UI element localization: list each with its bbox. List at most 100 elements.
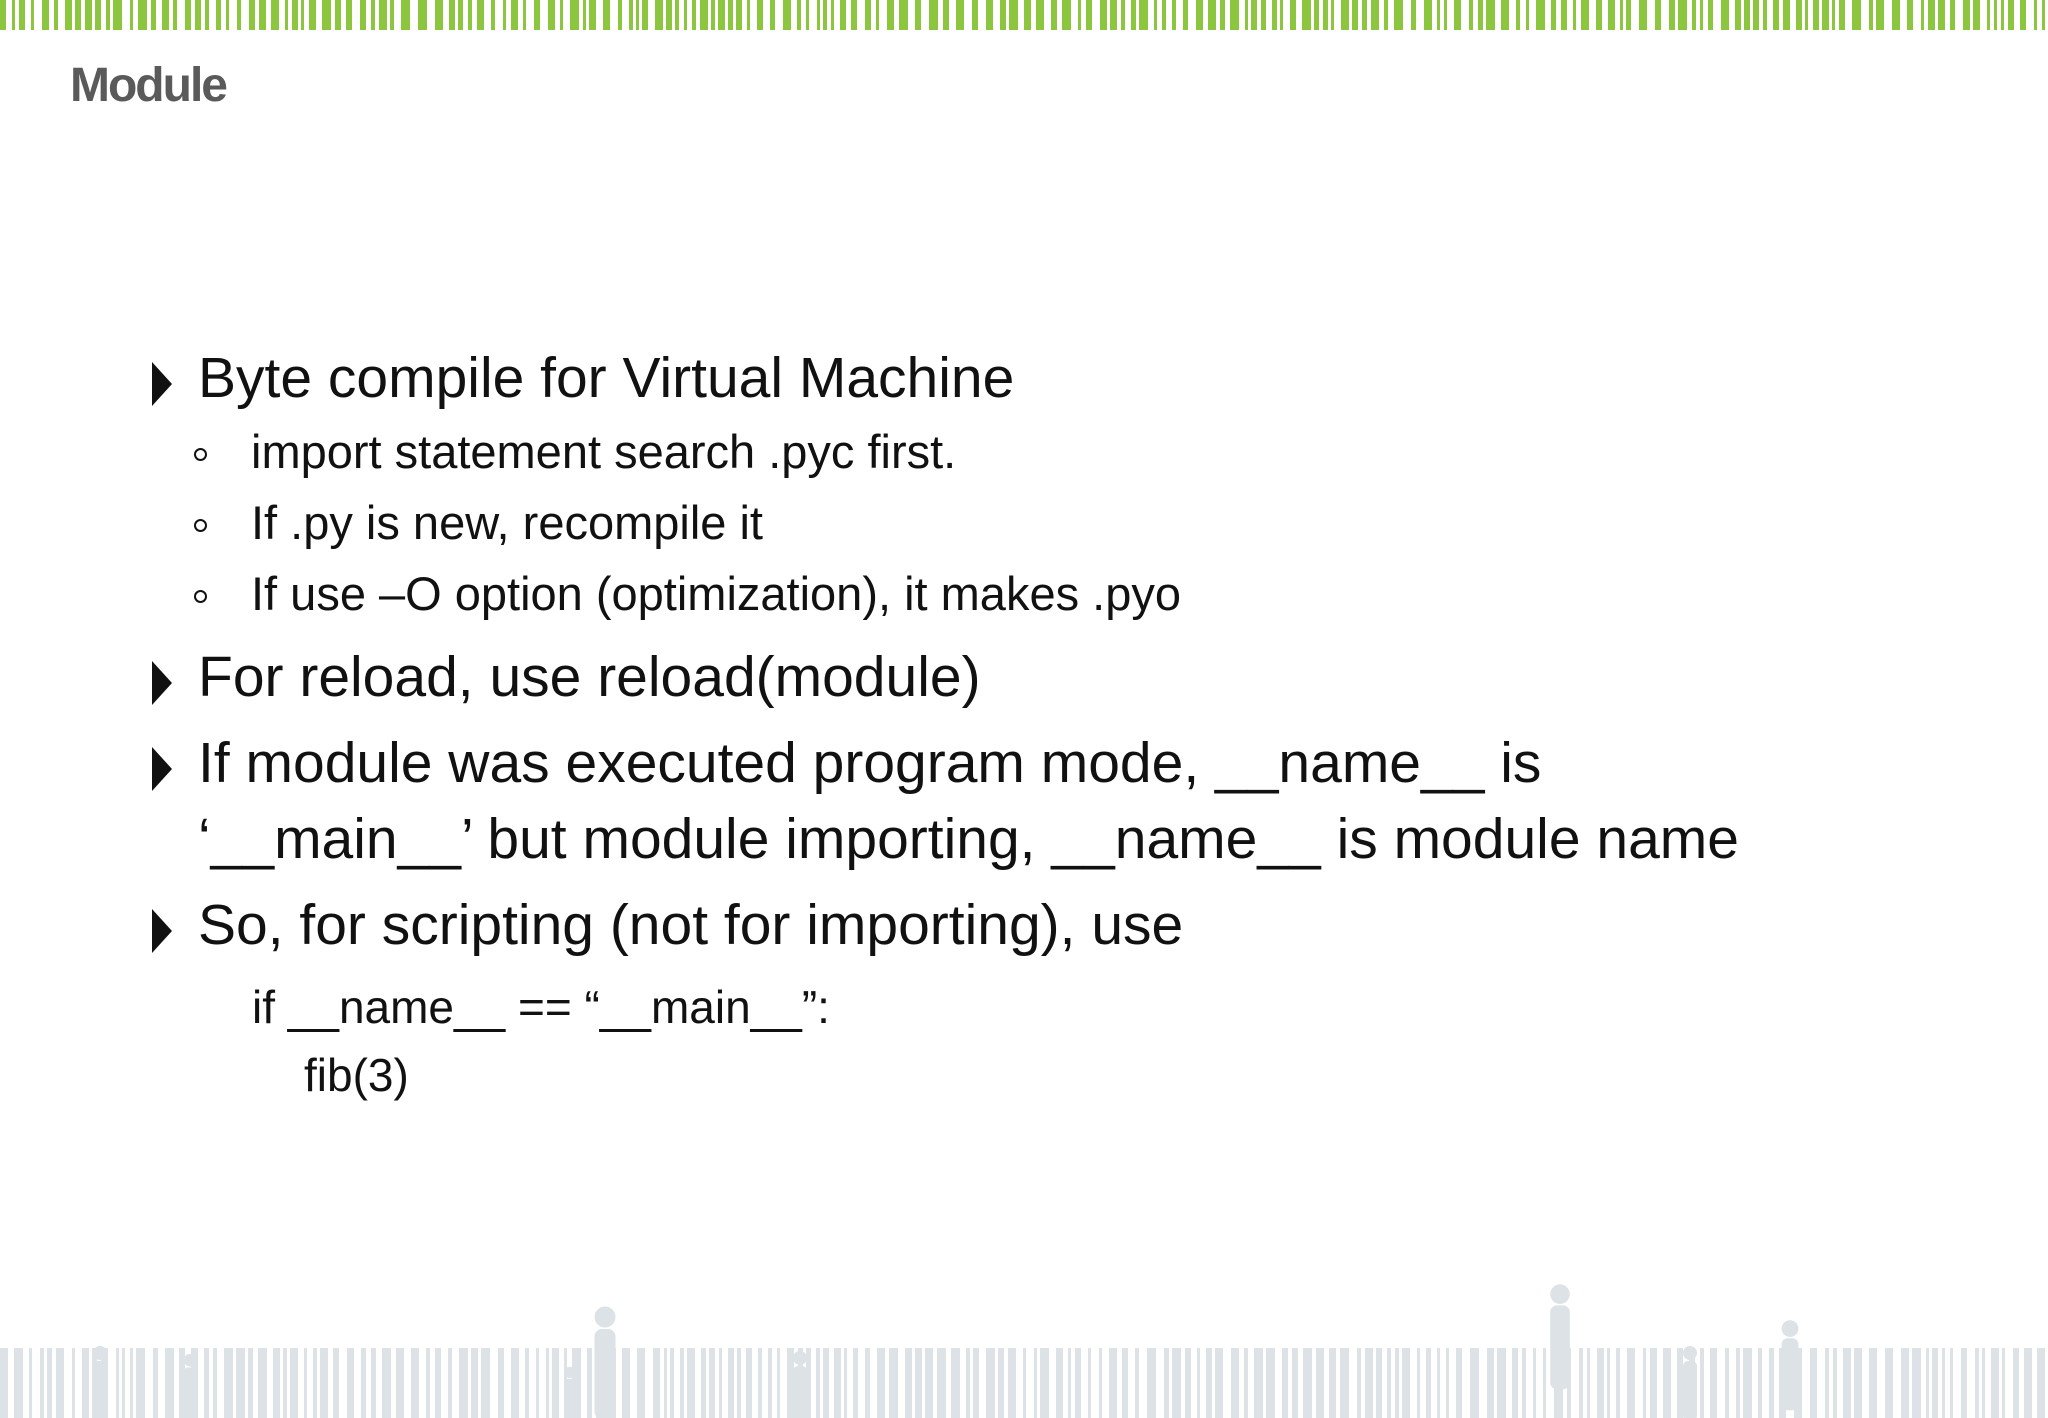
barcode-stripe [534,0,540,30]
barcode-stripe [889,1348,898,1418]
barcode-stripe [1963,0,1970,30]
barcode-stripe [2042,0,2045,30]
barcode-stripe [290,1348,298,1418]
barcode-stripe [346,0,352,30]
barcode-stripe [236,1348,245,1418]
barcode-stripe [19,0,25,30]
silhouette-figure-icon [1781,1320,1799,1411]
barcode-stripe [1023,1348,1026,1418]
barcode-stripe [1417,1348,1420,1418]
barcode-stripe [1942,1348,1945,1418]
barcode-stripe [304,1348,307,1418]
barcode-stripe [1885,1348,1893,1418]
barcode-stripe [1596,0,1602,30]
barcode-stripe [1973,0,1980,30]
barcode-stripe [1912,1348,1921,1418]
barcode-stripe [1655,0,1661,30]
barcode-stripe [687,1348,695,1418]
barcode-stripe [1994,0,1997,30]
barcode-stripe [1982,1348,1985,1418]
barcode-stripe [347,1348,354,1418]
barcode-stripe [1620,0,1623,30]
barcode-stripe [653,1348,660,1418]
barcode-stripe [1928,0,1935,30]
barcode-stripe [877,1348,885,1418]
barcode-stripe [0,1348,8,1418]
subitem-optimization: If use –O option (optimization), it make… [148,558,1988,629]
barcode-stripe [972,0,978,30]
barcode-stripe [655,0,663,30]
barcode-stripe [1352,0,1358,30]
barcode-stripe [1135,1348,1139,1418]
barcode-stripe [1975,1348,1979,1418]
barcode-stripe [2001,0,2004,30]
barcode-stripe [1987,0,1990,30]
barcode-stripe [248,1348,253,1418]
barcode-stripe [1394,0,1403,30]
barcode-stripe [966,1348,970,1418]
barcode-stripe [165,1348,174,1418]
barcode-stripe [1172,1348,1181,1418]
barcode-stripe [1384,0,1388,30]
barcode-stripe [636,0,639,30]
barcode-stripe [2002,1348,2005,1418]
barcode-stripe [1009,0,1018,30]
barcode-stripe [54,0,58,30]
barcode-stripe [1316,1348,1324,1418]
barcode-stripe [1921,0,1924,30]
barcode-stripe [249,0,255,30]
barcode-stripe [887,0,894,30]
barcode-stripe [1616,1348,1620,1418]
barcode-stripe [1008,1348,1016,1418]
barcode-stripe [1314,0,1319,30]
barcode-stripe [29,1348,32,1418]
barcode-stripe [719,1348,722,1418]
barcode-stripe [973,1348,979,1418]
barcode-stripe [1340,1348,1349,1418]
barcode-stripe [224,1348,233,1418]
barcode-stripe [664,1348,667,1418]
barcode-stripe [1376,1348,1382,1418]
barcode-stripe [1486,0,1495,30]
barcode-stripe [1254,1348,1263,1418]
barcode-stripe [130,1348,133,1418]
barcode-stripe [1244,1348,1248,1418]
barcode-stripe [570,0,579,30]
barcode-stripe [737,1348,741,1418]
barcode-stripe [1753,0,1759,30]
barcode-stripe [834,1348,841,1418]
barcode-stripe [1272,0,1277,30]
barcode-stripe [692,0,696,30]
barcode-stripe [1721,0,1729,30]
barcode-stripe [709,1348,715,1418]
barcode-stripe [285,0,288,30]
barcode-stripe [426,1348,430,1418]
barcode-stripe [1100,0,1107,30]
barcode-stripe [435,1348,441,1418]
barcode-stripe [787,1348,794,1418]
barcode-stripe [915,1348,922,1418]
barcode-stripe [1991,1348,1999,1418]
barcode-stripe [675,0,679,30]
silhouette-figure-icon [793,1351,807,1418]
barcode-stripe [1220,0,1225,30]
barcode-stripe [1172,0,1176,30]
barcode-stripe [1813,0,1819,30]
barcode-stripe [0,0,6,30]
barcode-stripe [1036,0,1044,30]
barcode-stripe [1669,0,1675,30]
subitem-text: import statement search .pyc first. [251,425,957,478]
barcode-stripe [40,1348,44,1418]
barcode-stripe [1245,0,1248,30]
barcode-stripe [56,1348,64,1418]
barcode-stripe [1852,0,1861,30]
barcode-stripe [1068,1348,1071,1418]
barcode-stripe [2034,0,2037,30]
barcode-stripe [840,0,846,30]
barcode-stripe [313,1348,317,1418]
barcode-stripe [844,1348,847,1418]
barcode-stripe [1121,0,1125,30]
barcode-stripe [718,0,725,30]
barcode-stripe [1183,0,1188,30]
barcode-stripe [85,0,92,30]
